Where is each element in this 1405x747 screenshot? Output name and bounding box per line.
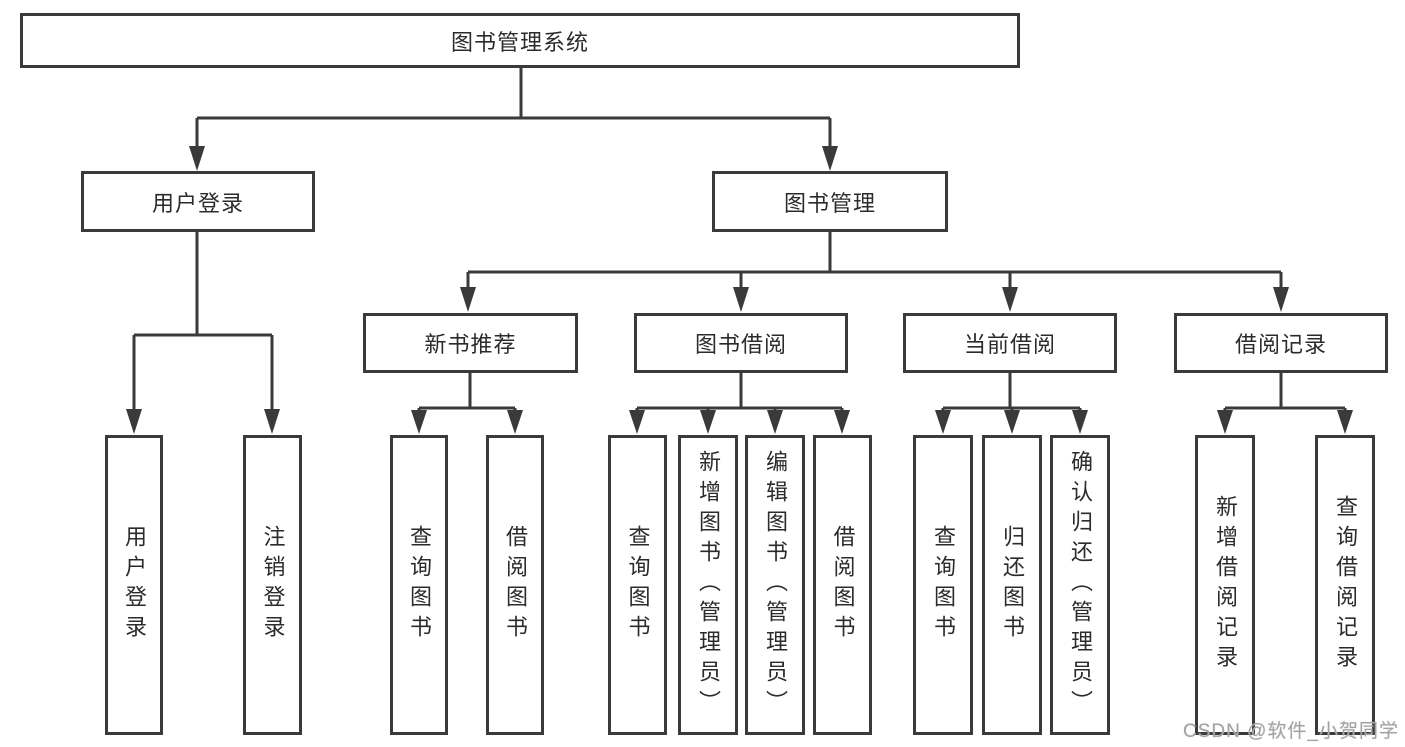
- leaf-records-query-record: 查询借阅记录: [1315, 435, 1375, 735]
- leaf-records-add-record: 新增借阅记录: [1195, 435, 1255, 735]
- leaf-user-login-label: 用户登录: [122, 525, 147, 645]
- leaf-borrow-borrow-books-label: 借阅图书: [830, 525, 856, 645]
- node-root-label: 图书管理系统: [450, 29, 589, 55]
- leaf-rec-borrow-books-label: 借阅图书: [503, 525, 528, 645]
- leaf-borrow-edit-books: 编辑图书（管理员）: [745, 435, 805, 735]
- leaf-records-query-record-label: 查询借阅记录: [1333, 495, 1358, 675]
- node-book-management: 图书管理: [712, 171, 948, 232]
- node-borrow-records: 借阅记录: [1174, 313, 1388, 373]
- node-new-book-recommend: 新书推荐: [363, 313, 578, 373]
- node-current-borrow: 当前借阅: [903, 313, 1117, 373]
- connector-paths: [132, 68, 1347, 414]
- node-user-login-label: 用户登录: [151, 190, 244, 216]
- leaf-current-return-books: 归还图书: [982, 435, 1042, 735]
- node-root: 图书管理系统: [20, 13, 1020, 68]
- leaf-current-confirm-return: 确认归还（管理员）: [1050, 435, 1110, 735]
- leaf-current-query-books-label: 查询图书: [931, 525, 956, 645]
- arrowheads: [126, 146, 1353, 434]
- leaf-borrow-query-books-label: 查询图书: [625, 525, 651, 645]
- node-new-book-recommend-label: 新书推荐: [424, 332, 517, 357]
- leaf-logout: 注销登录: [243, 435, 302, 735]
- leaf-current-confirm-return-label: 确认归还（管理员）: [1068, 450, 1093, 720]
- leaf-borrow-borrow-books: 借阅图书: [813, 435, 872, 735]
- node-book-borrow: 图书借阅: [634, 313, 848, 373]
- csdn-watermark: CSDN @软件_小贺同学: [1183, 721, 1399, 742]
- leaf-user-login: 用户登录: [105, 435, 163, 735]
- node-book-management-label: 图书管理: [783, 190, 876, 216]
- node-book-borrow-label: 图书借阅: [694, 332, 787, 357]
- leaf-rec-query-books: 查询图书: [390, 435, 448, 735]
- leaf-records-add-record-label: 新增借阅记录: [1213, 495, 1238, 675]
- leaf-borrow-edit-books-label: 编辑图书（管理员）: [763, 450, 788, 720]
- leaf-borrow-add-books: 新增图书（管理员）: [678, 435, 738, 735]
- leaf-borrow-add-books-label: 新增图书（管理员）: [696, 450, 721, 720]
- leaf-borrow-query-books: 查询图书: [608, 435, 667, 735]
- node-current-borrow-label: 当前借阅: [963, 332, 1056, 357]
- leaf-rec-query-books-label: 查询图书: [407, 525, 432, 645]
- leaf-current-query-books: 查询图书: [913, 435, 973, 735]
- leaf-rec-borrow-books: 借阅图书: [486, 435, 544, 735]
- node-borrow-records-label: 借阅记录: [1234, 332, 1327, 357]
- leaf-logout-label: 注销登录: [260, 525, 286, 645]
- leaf-current-return-books-label: 归还图书: [1000, 525, 1025, 645]
- node-user-login: 用户登录: [81, 171, 315, 232]
